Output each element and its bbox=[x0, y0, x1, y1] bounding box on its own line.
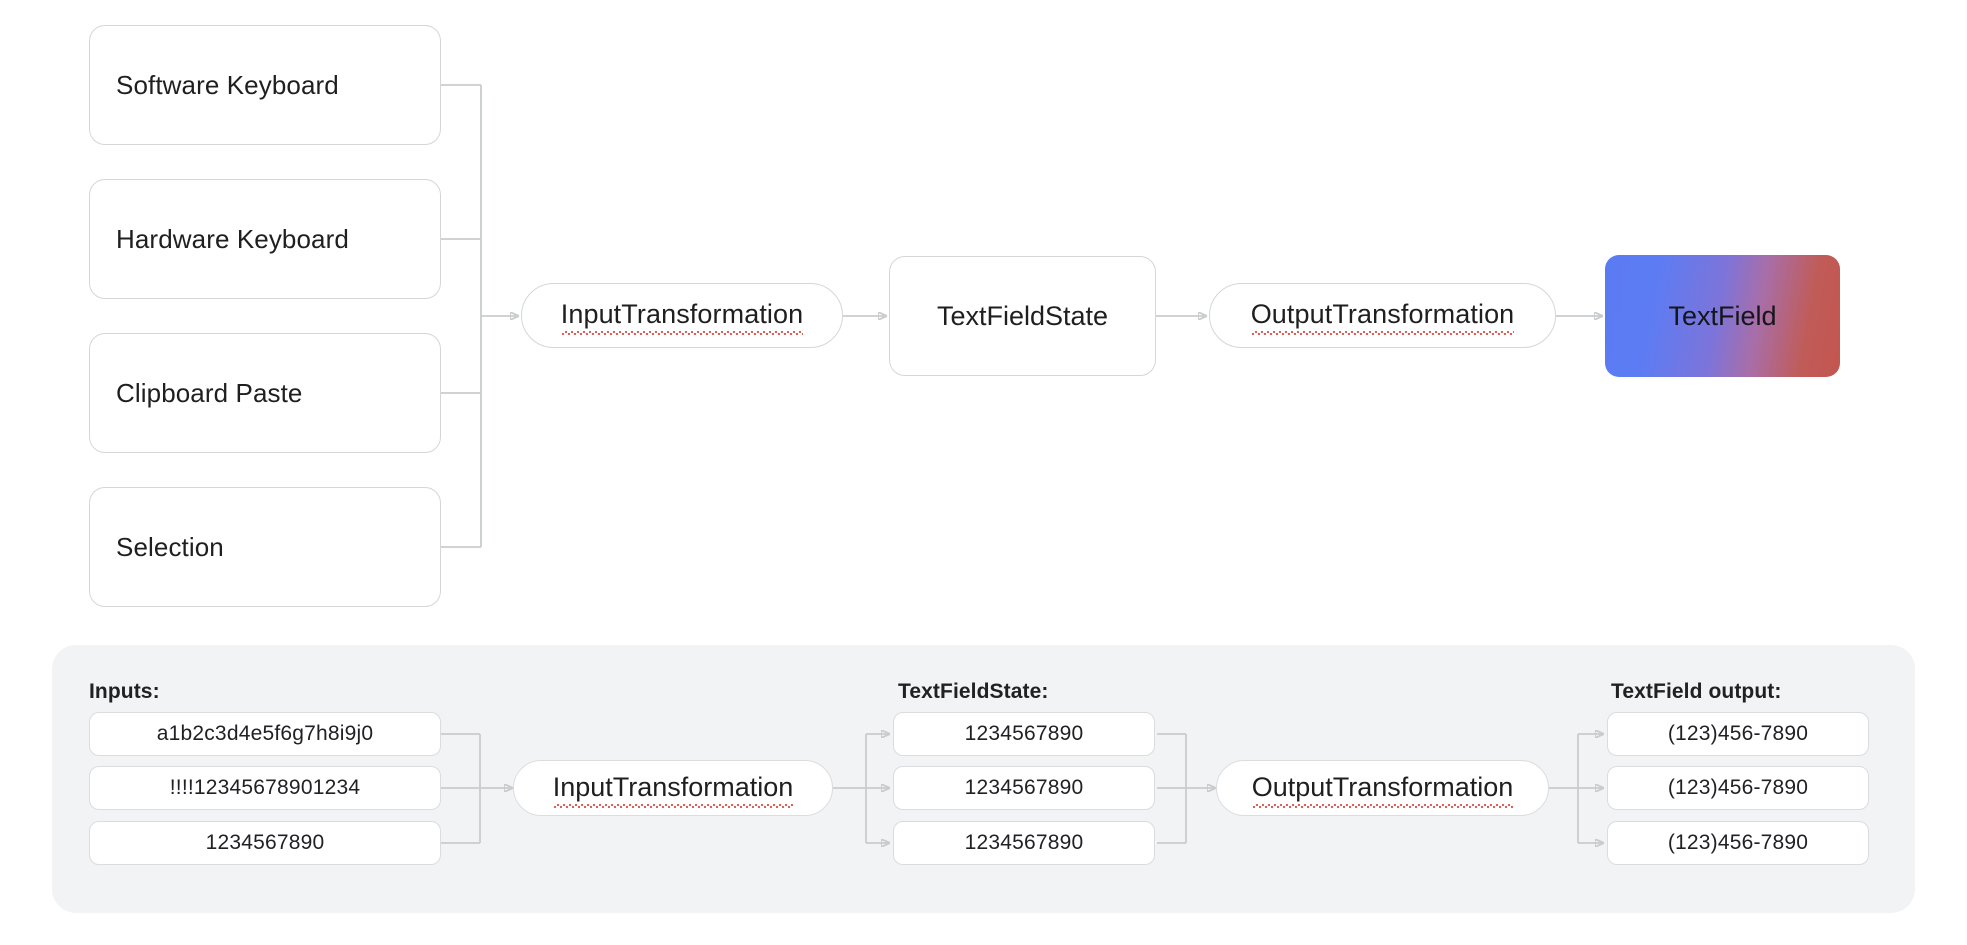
source-box-selection[interactable]: Selection bbox=[89, 487, 441, 607]
source-label: Hardware Keyboard bbox=[116, 223, 349, 254]
node-label: TextFieldState bbox=[936, 300, 1109, 331]
state-value-box[interactable]: 1234567890 bbox=[893, 766, 1155, 810]
state-value-box[interactable]: 1234567890 bbox=[893, 712, 1155, 756]
state-value: 1234567890 bbox=[964, 831, 1084, 854]
node-output-transformation[interactable]: OutputTransformation bbox=[1209, 283, 1556, 348]
node-label: TextField bbox=[1668, 300, 1777, 331]
output-value: (123)456-7890 bbox=[1667, 722, 1809, 745]
node-label: OutputTransformation bbox=[1250, 299, 1515, 335]
example-node-input-transformation[interactable]: InputTransformation bbox=[513, 760, 833, 816]
state-value: 1234567890 bbox=[964, 776, 1084, 799]
output-value-box[interactable]: (123)456-7890 bbox=[1607, 821, 1869, 865]
source-box-software-keyboard[interactable]: Software Keyboard bbox=[89, 25, 441, 145]
source-label: Clipboard Paste bbox=[116, 377, 303, 408]
input-value: 1234567890 bbox=[205, 831, 325, 854]
source-box-clipboard-paste[interactable]: Clipboard Paste bbox=[89, 333, 441, 453]
output-value: (123)456-7890 bbox=[1667, 776, 1809, 799]
state-column-title: TextFieldState: bbox=[898, 680, 1049, 703]
input-value-box[interactable]: 1234567890 bbox=[89, 821, 441, 865]
source-box-hardware-keyboard[interactable]: Hardware Keyboard bbox=[89, 179, 441, 299]
input-value-box[interactable]: a1b2c3d4e5f6g7h8i9j0 bbox=[89, 712, 441, 756]
source-label: Selection bbox=[116, 531, 224, 562]
source-label: Software Keyboard bbox=[116, 69, 339, 100]
node-input-transformation[interactable]: InputTransformation bbox=[521, 283, 843, 348]
input-value: a1b2c3d4e5f6g7h8i9j0 bbox=[156, 722, 374, 745]
output-value: (123)456-7890 bbox=[1667, 831, 1809, 854]
output-value-box[interactable]: (123)456-7890 bbox=[1607, 712, 1869, 756]
state-value: 1234567890 bbox=[964, 722, 1084, 745]
node-label: OutputTransformation bbox=[1251, 772, 1513, 808]
node-text-field-state[interactable]: TextFieldState bbox=[889, 256, 1156, 376]
node-text-field[interactable]: TextField bbox=[1605, 255, 1840, 377]
input-value: !!!!12345678901234 bbox=[169, 776, 361, 799]
node-label: InputTransformation bbox=[552, 772, 793, 808]
inputs-column-title: Inputs: bbox=[89, 680, 160, 703]
output-column-title: TextField output: bbox=[1611, 680, 1782, 703]
state-value-box[interactable]: 1234567890 bbox=[893, 821, 1155, 865]
output-value-box[interactable]: (123)456-7890 bbox=[1607, 766, 1869, 810]
example-node-output-transformation[interactable]: OutputTransformation bbox=[1216, 760, 1549, 816]
input-value-box[interactable]: !!!!12345678901234 bbox=[89, 766, 441, 810]
node-label: InputTransformation bbox=[560, 299, 804, 335]
